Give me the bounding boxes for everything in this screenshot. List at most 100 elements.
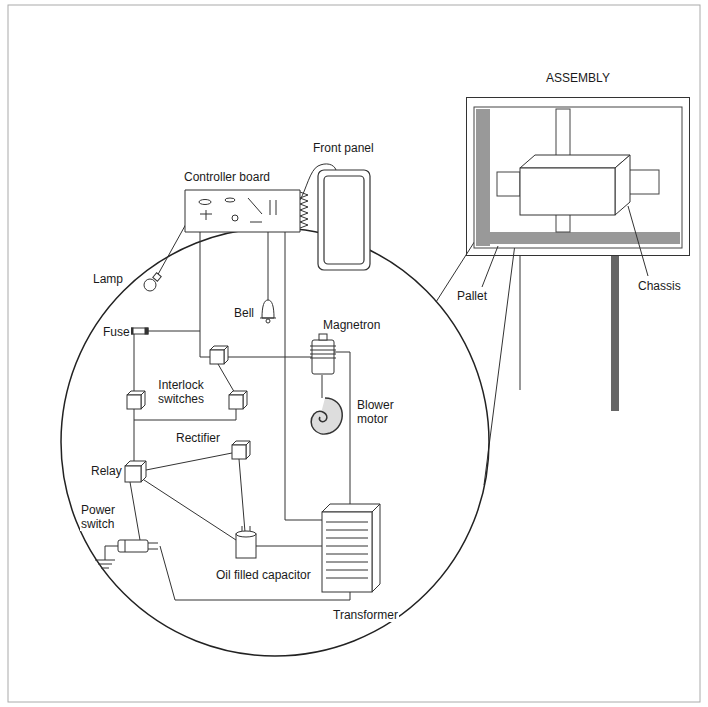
- controller-board-part: [270, 200, 271, 215]
- controller-board-part: [276, 200, 277, 215]
- magnetron-symbol-part: [319, 334, 327, 340]
- transformer-symbol-part: [326, 546, 368, 547]
- part-label: Chassis: [637, 279, 682, 293]
- part-label: Interlock switches: [150, 378, 212, 406]
- magnetron-symbol-part: [310, 346, 336, 347]
- part-label: Lamp: [92, 272, 124, 286]
- wires-part: [141, 453, 232, 471]
- transformer-symbol-part: [326, 570, 368, 571]
- stand-legs-part: [611, 256, 619, 411]
- controller-board-part: [250, 222, 262, 223]
- front-panel-part: [318, 170, 370, 270]
- controller-board: [185, 190, 300, 232]
- wires-part: [130, 482, 140, 540]
- rectifier-symbol: [232, 441, 250, 459]
- relay-symbol: [125, 461, 146, 482]
- assembly-frame-part: [556, 109, 570, 159]
- power-switch-symbol: [118, 540, 158, 552]
- power-switch-symbol-part: [148, 549, 158, 550]
- connector-coil-part: [300, 192, 308, 228]
- transformer-symbol-part: [322, 504, 380, 512]
- interlock-switch-symbols-part: [229, 395, 243, 409]
- fuse-symbol-part: [130, 328, 148, 334]
- lamp-symbol-part: [144, 279, 156, 291]
- blower-motor-symbol-part: [311, 398, 342, 434]
- wires-part: [134, 334, 135, 395]
- bell-symbol-part: [260, 318, 276, 319]
- rectifier-symbol-part: [232, 445, 246, 459]
- leader-lines-part: [628, 206, 648, 276]
- bell-symbol-part: [266, 319, 270, 323]
- transformer-symbol-part: [326, 538, 368, 539]
- power-switch-symbol-part: [148, 543, 158, 544]
- transformer-symbol-part: [326, 578, 368, 579]
- fuse-symbol-part: [145, 328, 148, 334]
- controller-board-part: [199, 200, 211, 205]
- relay-symbol-part: [141, 461, 146, 482]
- transformer-symbol-part: [326, 530, 368, 531]
- part-label: Blower motor: [356, 398, 406, 426]
- bell-symbol: [260, 300, 276, 323]
- part-label: Rectifier: [175, 431, 221, 445]
- transformer-symbol-part: [372, 504, 380, 592]
- wires-part: [105, 546, 118, 560]
- part-label: Power switch: [80, 503, 126, 531]
- wires-part: [322, 375, 323, 398]
- controller-board-part: [232, 215, 238, 221]
- magnetron-symbol-part: [312, 340, 334, 374]
- wires-part: [148, 331, 200, 332]
- wires-part: [239, 459, 245, 532]
- ground-symbol-part: [98, 564, 112, 565]
- front-panel-part: [324, 176, 364, 264]
- part-label: Bell: [233, 306, 255, 320]
- wires-part: [134, 409, 135, 466]
- fuse-symbol: [130, 328, 148, 334]
- part-label: Controller board: [183, 170, 271, 184]
- transformer-symbol-part: [322, 512, 372, 592]
- chassis-box-part: [520, 168, 615, 215]
- relay-symbol-part: [125, 466, 141, 482]
- magnetron-symbol-part: [310, 350, 336, 351]
- interlock-switch-symbols-part: [127, 395, 141, 409]
- capacitor-symbol-part: [236, 534, 256, 558]
- part-label: Fuse: [102, 325, 131, 339]
- assembly-frame-part: [476, 109, 490, 246]
- part-label: Relay: [90, 464, 123, 478]
- magnetron-symbol: [310, 334, 336, 374]
- leader-lines-part: [482, 246, 498, 287]
- wires-part: [218, 364, 236, 395]
- stand-legs-part: [520, 256, 521, 390]
- page-frame-part: [8, 5, 700, 702]
- interlock-switch-symbols-part: [210, 350, 224, 364]
- controller-board-part: [248, 198, 262, 214]
- capacitor-symbol: [236, 526, 256, 558]
- chassis-box-part: [520, 155, 630, 168]
- assembly-frame-part: [474, 107, 682, 248]
- interlock-switch-symbols-part: [224, 346, 228, 364]
- magnetron-symbol-part: [310, 358, 336, 359]
- lamp-symbol: [144, 273, 161, 291]
- capacitor-symbol-part: [242, 526, 243, 531]
- wires-part: [156, 224, 186, 278]
- assembly-heading: ASSEMBLY: [467, 71, 689, 85]
- blower-motor-symbol: [311, 398, 342, 434]
- wires-part: [141, 478, 236, 540]
- capacitor-symbol-part: [250, 526, 251, 531]
- transformer-symbol-part: [326, 522, 368, 523]
- magnify-circle: [61, 228, 489, 656]
- wires-part: [256, 546, 322, 547]
- wires: [105, 164, 350, 600]
- wires-part: [268, 232, 269, 300]
- assembly-frame-part: [497, 172, 520, 196]
- controller-board-part: [225, 198, 235, 202]
- assembly-frame-part: [476, 232, 680, 244]
- rectifier-symbol-part: [246, 441, 250, 459]
- wires-part: [134, 409, 236, 420]
- transformer-symbol-part: [326, 562, 368, 563]
- lamp-symbol-part: [153, 273, 161, 281]
- leader-lines: [482, 206, 648, 287]
- capacitor-symbol-part: [236, 531, 256, 537]
- controller-board-part: [185, 190, 300, 232]
- assembly-box: ASSEMBLY: [466, 97, 690, 256]
- wires-part: [285, 232, 322, 520]
